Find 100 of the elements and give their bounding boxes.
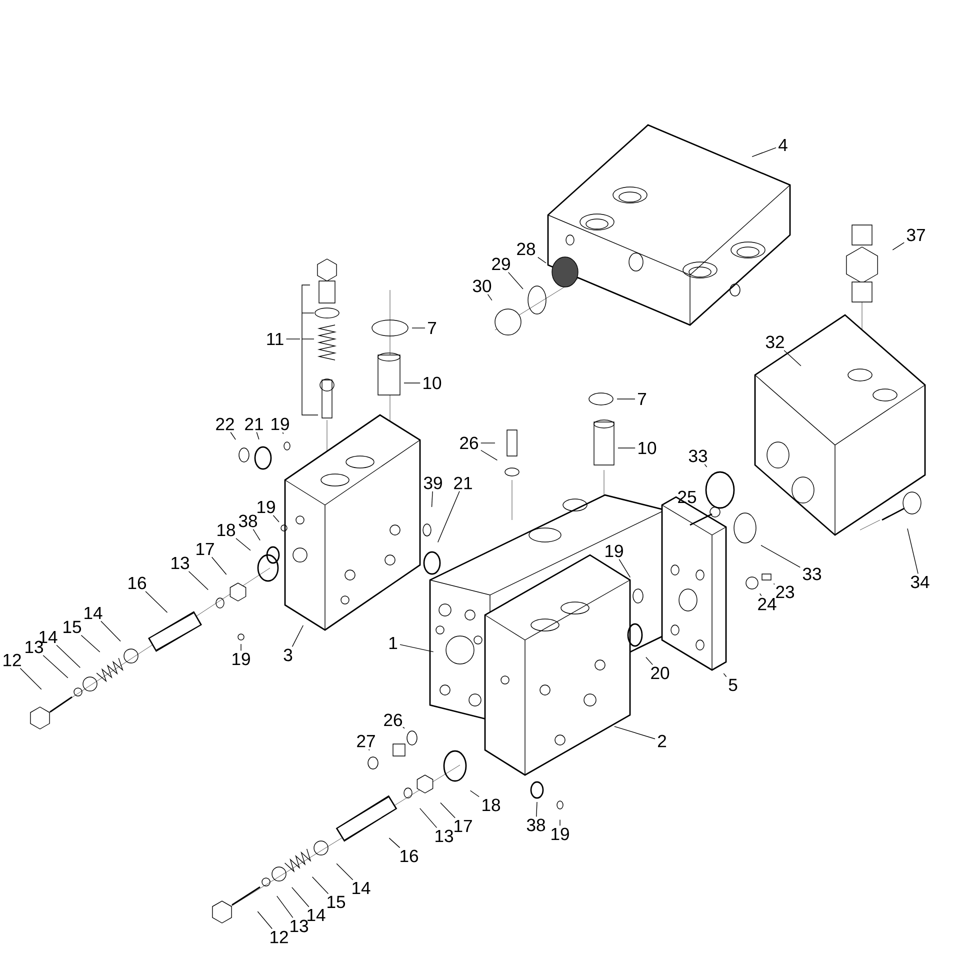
callout-number: 32 [766, 336, 784, 348]
callout-number: 33 [688, 450, 708, 462]
callout-number: 21 [245, 418, 263, 430]
callout-number: 14 [352, 882, 370, 894]
leader-line [20, 668, 42, 690]
callout-number: 7 [638, 392, 646, 406]
callout-number: 34 [910, 576, 930, 588]
callout-number: 5 [728, 678, 738, 692]
callout-number: 2 [658, 734, 666, 748]
callout-number: 13 [436, 830, 454, 842]
callout-number: 37 [906, 228, 925, 242]
leader-line [480, 450, 498, 461]
callout-number: 19 [272, 418, 289, 430]
callout-number: 14 [40, 630, 58, 644]
leader-line [784, 350, 802, 366]
leader-line [252, 528, 260, 541]
callout-number: 13 [172, 556, 190, 570]
callout-number: 14 [308, 908, 326, 922]
leader-line [240, 644, 242, 652]
leader-line [487, 294, 492, 301]
leader-line [646, 656, 653, 666]
leader-line [286, 338, 300, 340]
leader-line [618, 558, 631, 578]
leader-line [257, 911, 272, 930]
leader-line [723, 673, 727, 678]
callout-number: 17 [454, 820, 472, 832]
callout-number: 7 [428, 322, 436, 334]
callout-number: 26 [460, 436, 478, 450]
callout-number: 3 [284, 648, 292, 662]
leader-line [336, 863, 354, 880]
leader-line [282, 432, 284, 434]
leader-line [402, 726, 405, 729]
callout-number: 33 [802, 568, 822, 580]
callout-number: 20 [651, 666, 670, 680]
leader-line [100, 620, 121, 642]
leader-line [760, 593, 762, 596]
leader-line [536, 802, 538, 818]
leader-line [236, 538, 251, 551]
callout-number: 11 [267, 332, 284, 346]
callout-number: 24 [758, 598, 776, 610]
callout-number: 16 [128, 576, 146, 590]
leader-line [312, 876, 329, 894]
callout-number: 18 [218, 524, 236, 536]
callout-number: 27 [357, 734, 375, 748]
callout-number: 39 [424, 476, 442, 490]
callout-number: 21 [454, 476, 472, 490]
callout-number: 25 [678, 490, 696, 504]
leader-line [480, 442, 496, 444]
leader-line [230, 432, 236, 440]
callout-number: 26 [384, 714, 402, 726]
leader-line [892, 242, 904, 250]
callout-number: 30 [472, 280, 492, 292]
leader-line [431, 490, 433, 508]
callout-number: 14 [84, 606, 102, 620]
callout-number: 19 [258, 500, 275, 514]
callout-number: 16 [400, 850, 418, 862]
callout-number: 10 [424, 376, 442, 390]
callout-number: 19 [232, 652, 250, 666]
leader-line [440, 802, 456, 818]
leader-line [704, 464, 708, 468]
leader-line [272, 514, 280, 522]
callout-number: 19 [552, 828, 569, 840]
leader-line [773, 583, 775, 585]
leader-line [145, 590, 168, 613]
callout-number: 15 [64, 620, 82, 634]
leader-line [438, 490, 460, 543]
leader-line [211, 556, 227, 575]
leader-line [80, 634, 100, 652]
callout-number: 18 [482, 798, 500, 812]
callout-number: 13 [26, 640, 43, 654]
leader-line [56, 644, 80, 668]
leader-line [907, 528, 918, 574]
leader-line [276, 896, 294, 918]
leader-line [614, 726, 656, 740]
callout-number: 17 [196, 542, 214, 556]
callout-number: 15 [328, 896, 346, 908]
leader-line [404, 382, 420, 384]
leader-line [292, 886, 310, 908]
callout-number: 28 [517, 242, 536, 256]
leader-line [292, 625, 304, 648]
callout-number: 22 [216, 418, 234, 430]
callout-number: 12 [4, 654, 21, 666]
callout-number: 19 [606, 544, 623, 558]
callout-number: 29 [492, 258, 510, 270]
callout-number: 38 [238, 514, 258, 528]
leader-line [760, 545, 800, 568]
callout-number: 12 [270, 930, 288, 944]
leader-line [538, 256, 546, 264]
callout-number: 1 [389, 636, 398, 650]
leader-line [388, 838, 400, 848]
leader-line [508, 272, 524, 290]
leader-line [400, 644, 434, 652]
leader-line [42, 654, 68, 678]
callout-number: 13 [290, 920, 308, 932]
leader-line [420, 808, 438, 828]
callout-number: 23 [776, 586, 794, 598]
callout-number: 10 [638, 442, 656, 454]
leader-line [256, 432, 260, 440]
leader-line [752, 147, 776, 158]
leader-line [470, 790, 480, 798]
